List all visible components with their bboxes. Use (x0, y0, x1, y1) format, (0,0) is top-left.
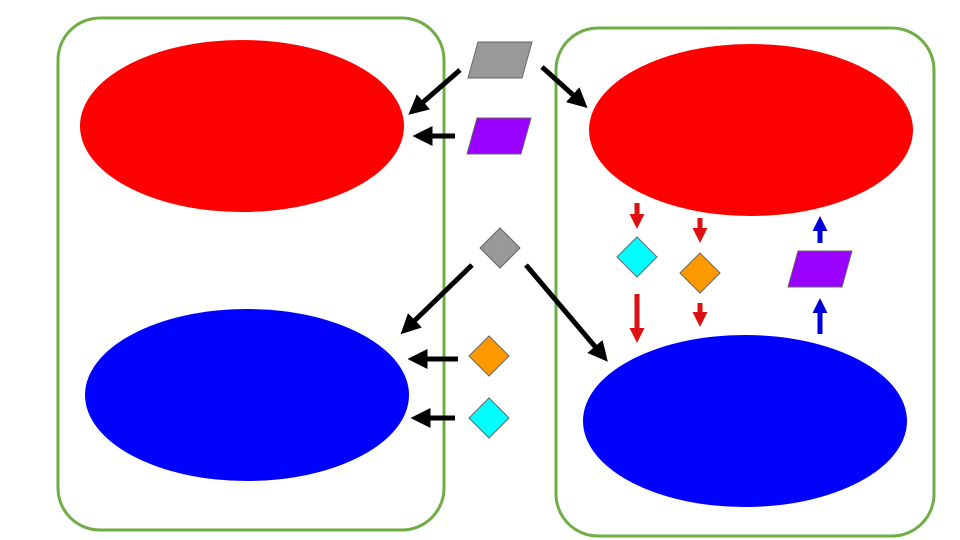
arrow-gray-to-left-red (408, 68, 462, 115)
arrow-gray-to-right-red (540, 65, 588, 109)
left-cell-panel (56, 16, 446, 532)
left-blue-ellipse (85, 309, 409, 481)
cyan-diamond-left (468, 397, 510, 439)
gray-parallelogram (467, 41, 533, 79)
left-red-ellipse (80, 40, 404, 212)
right-cell-panel (554, 26, 936, 538)
arrow-diamond-to-right-blue (524, 263, 608, 362)
orange-diamond-left (468, 335, 510, 377)
cyan-diamond-right (616, 236, 658, 278)
right-blue-ellipse (583, 335, 907, 507)
arrow-diamond-to-left-blue (400, 263, 474, 335)
gray-diamond (479, 227, 521, 269)
right-red-ellipse (589, 44, 913, 216)
purple-parallelogram-left (466, 117, 532, 155)
orange-diamond-right (679, 252, 721, 294)
purple-parallelogram-right (787, 250, 853, 288)
